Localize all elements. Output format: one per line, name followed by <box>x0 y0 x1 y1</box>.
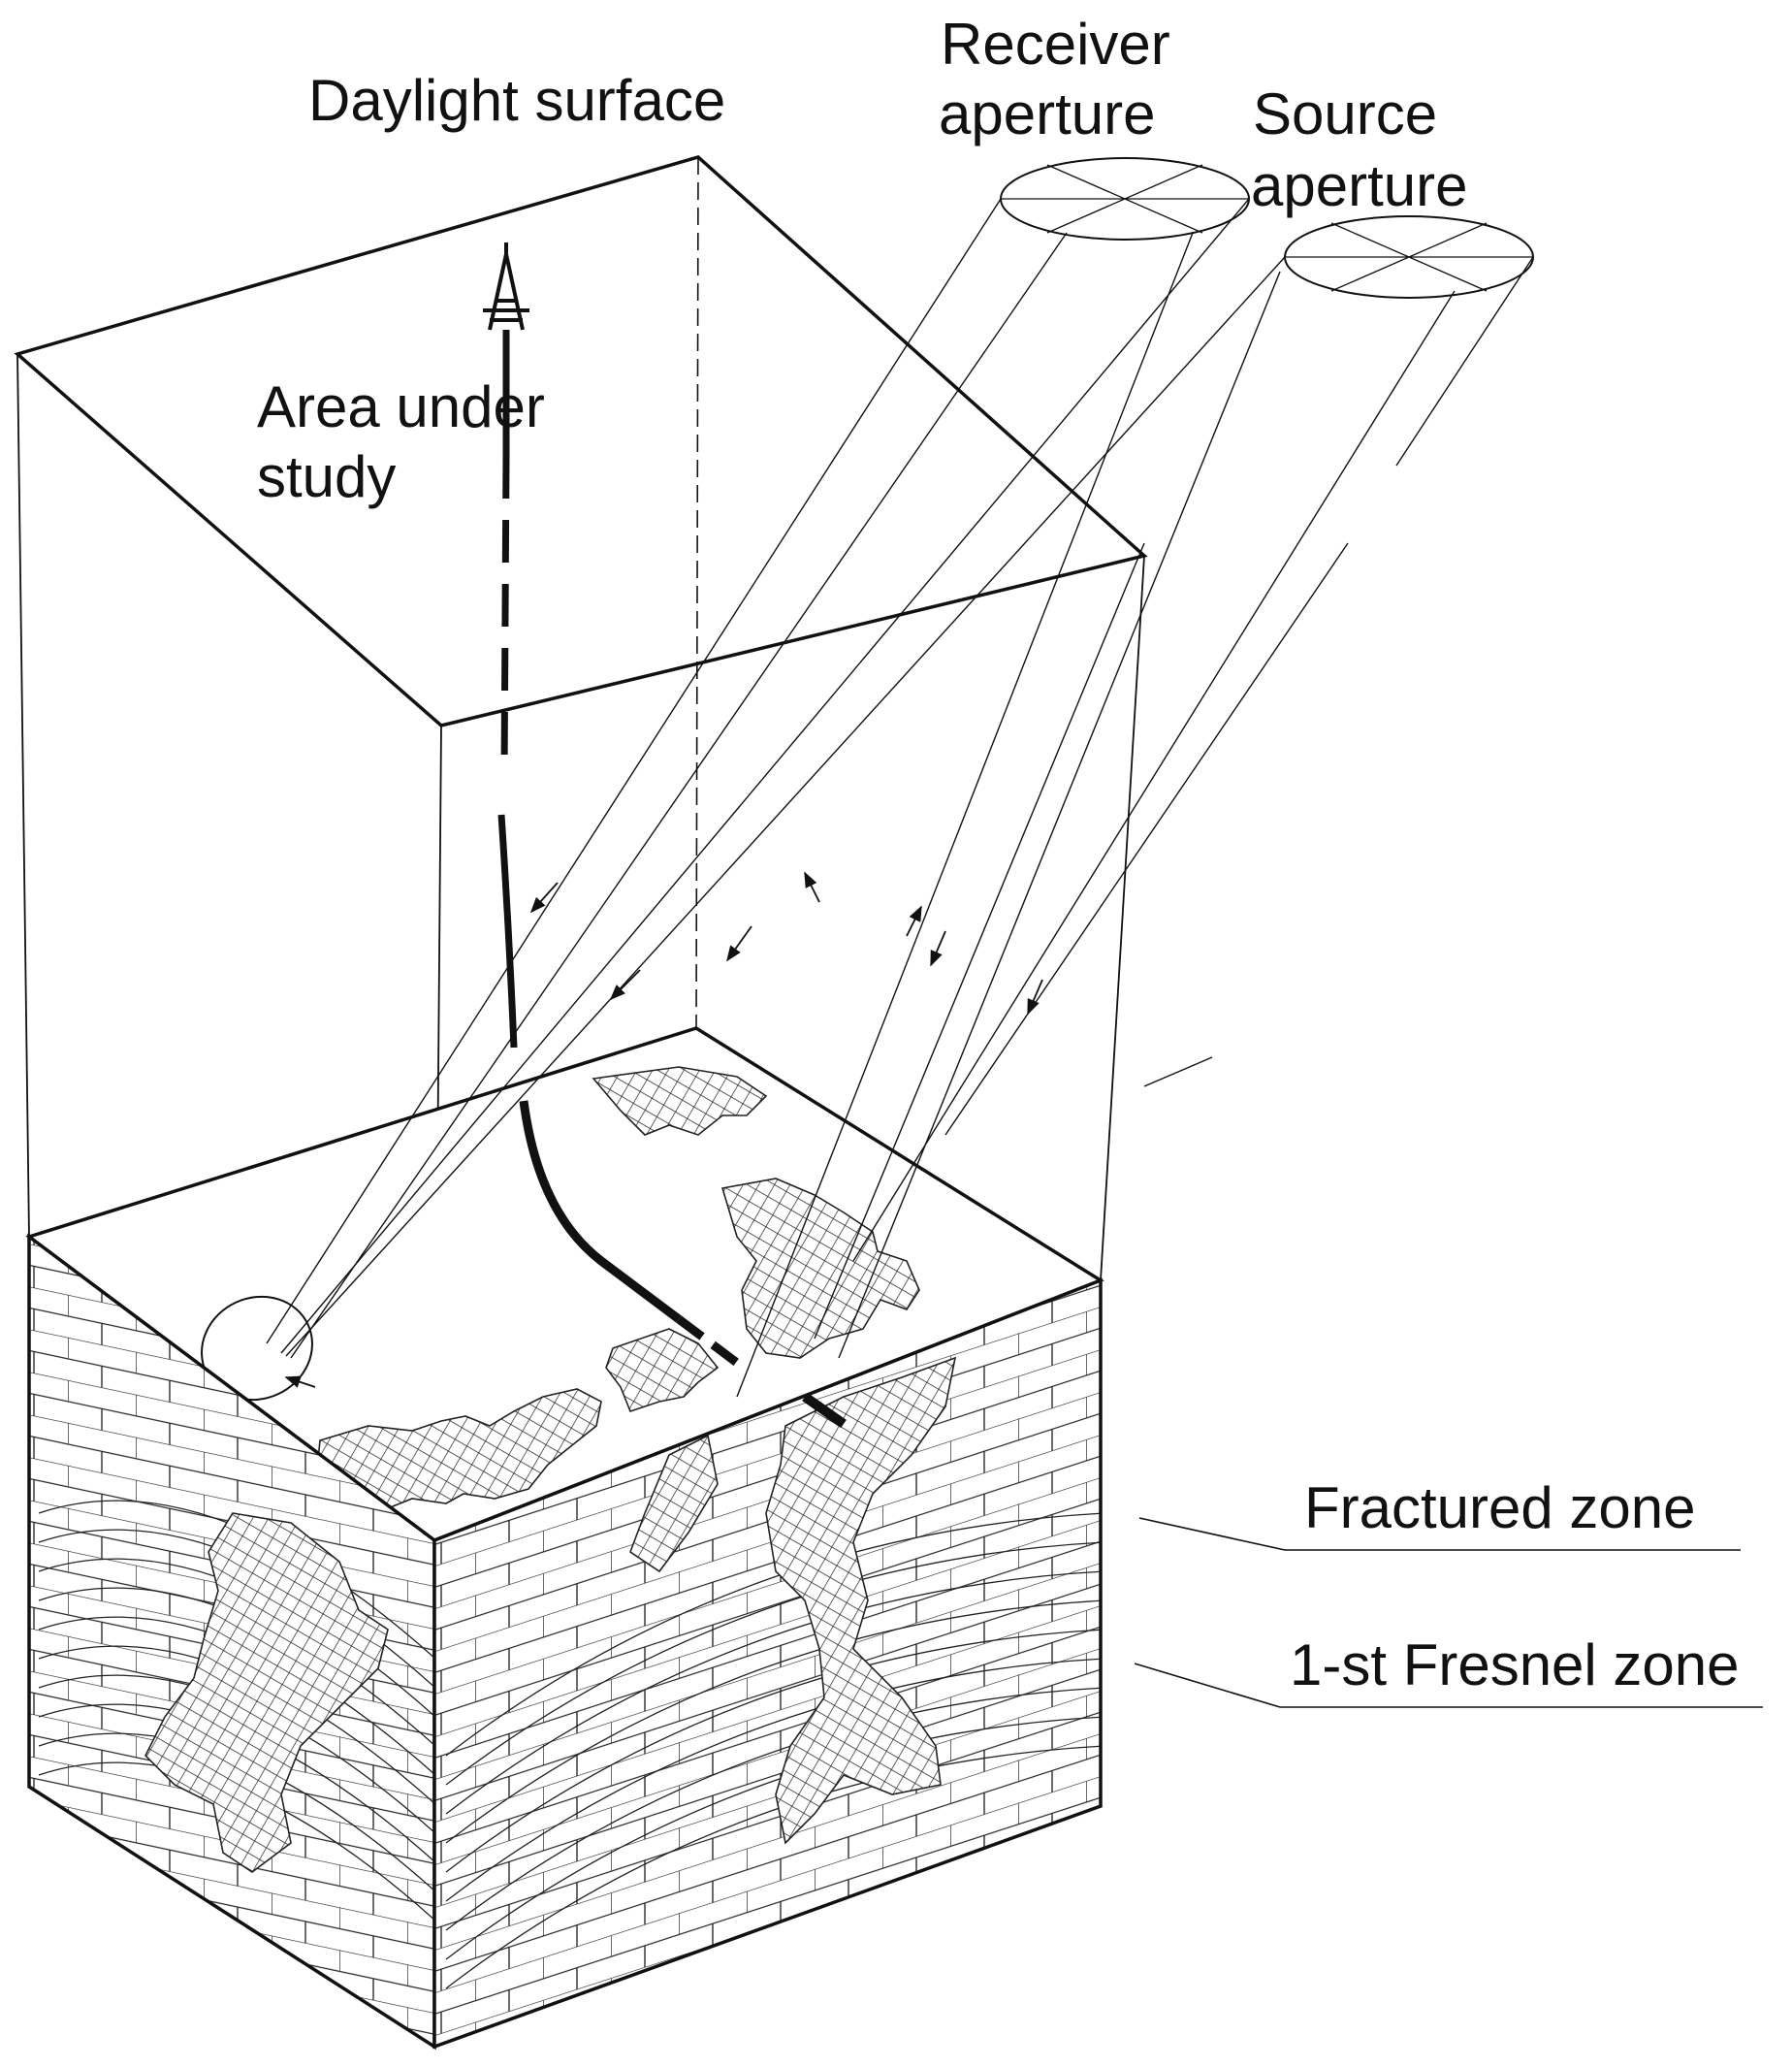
upper-prism-hidden-edge <box>695 156 699 1029</box>
daylight-surface-plane <box>14 155 1148 727</box>
fractured-patch <box>720 1178 920 1359</box>
ray-paths <box>266 198 1534 1398</box>
lower-block-left-face <box>27 1233 436 2051</box>
receiver-aperture-label-line1: Receiver <box>941 12 1170 77</box>
label-leaders <box>1134 1517 1763 1708</box>
labels: Daylight surface Receiver aperture Sourc… <box>257 12 1740 1697</box>
source-aperture-label-line2: aperture <box>1251 153 1467 218</box>
well-trajectory <box>483 242 847 1429</box>
source-aperture <box>1284 215 1534 299</box>
upper-prism-left-edge <box>16 353 30 1238</box>
area-under-study-label-line1: Area under <box>257 374 545 439</box>
source-aperture-label-line1: Source <box>1253 81 1437 146</box>
fractured-zone-label: Fractured zone <box>1304 1475 1696 1540</box>
daylight-surface-label: Daylight surface <box>308 68 725 133</box>
fractured-patch <box>592 1066 768 1136</box>
fresnel-zone-label: 1-st Fresnel zone <box>1290 1632 1740 1697</box>
receiver-aperture <box>1000 157 1250 241</box>
well-derrick-icon <box>483 242 529 331</box>
fractured-zone-vein <box>144 1512 389 1873</box>
area-under-study-label-line2: study <box>257 444 396 509</box>
upper-prism-right-edge <box>1100 555 1145 1281</box>
fractured-patch <box>605 1328 720 1412</box>
ray-arrows <box>284 871 1043 1388</box>
lower-block-top <box>25 1026 1104 1542</box>
lower-block-right-face <box>432 1277 1103 2050</box>
right-face-layer-curves <box>445 1512 1101 1989</box>
fractured-zone-vein <box>765 1356 957 1845</box>
fractured-zone-vein <box>629 1434 719 1573</box>
receiver-aperture-label-line2: aperture <box>939 81 1155 146</box>
